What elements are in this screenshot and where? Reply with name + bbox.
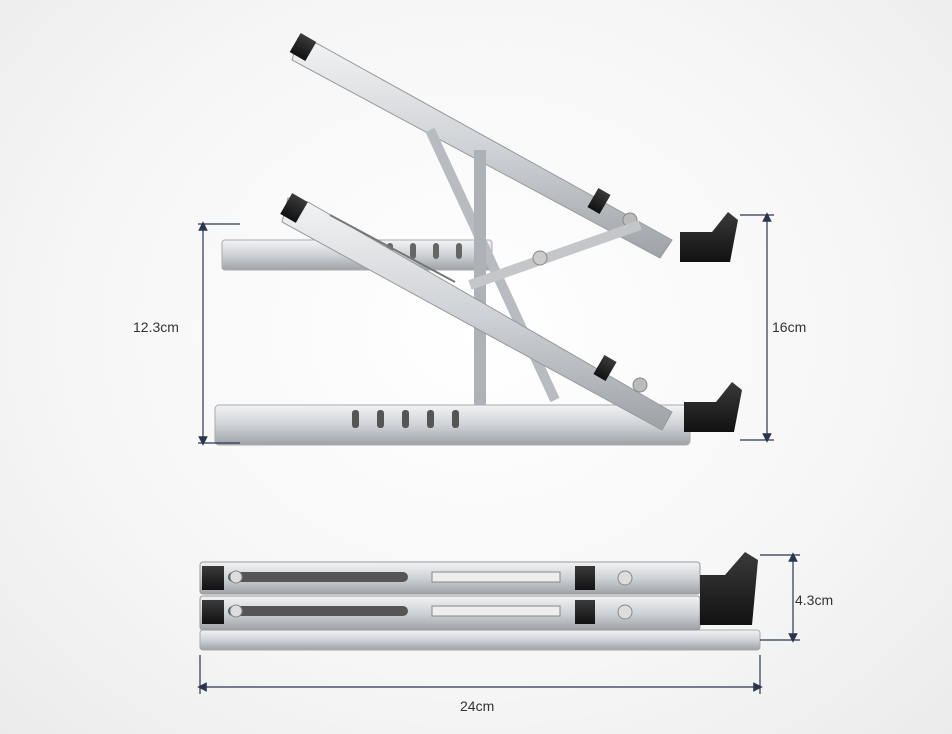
rear-rubber-foot — [680, 212, 738, 262]
front-vent-slots — [352, 410, 459, 428]
strut — [468, 220, 642, 290]
folded-stand-view — [199, 552, 761, 651]
front-rubber-foot — [684, 382, 742, 432]
dimension-label-length: 24cm — [460, 698, 495, 714]
folded-rubber-foot — [700, 552, 758, 625]
open-stand-view — [214, 32, 742, 446]
dimension-label-rear-height: 16cm — [772, 319, 807, 335]
dimension-label-front-height: 12.3cm — [133, 319, 179, 335]
rear-arm-cap — [289, 32, 317, 62]
dimension-lines — [197, 212, 800, 694]
dimension-label-folded-height: 4.3cm — [795, 592, 834, 608]
